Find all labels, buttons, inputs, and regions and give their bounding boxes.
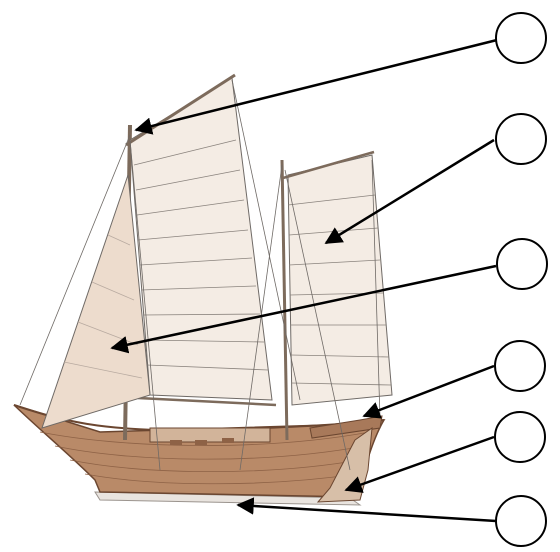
label-circles [495, 13, 547, 546]
foresail [42, 175, 150, 428]
arrow-1 [136, 40, 497, 130]
label-circle-1 [496, 13, 546, 63]
label-circle-6 [496, 496, 546, 546]
mizzen-mast [282, 160, 287, 440]
boat-illustration [14, 75, 392, 505]
mizzen-sail [288, 155, 392, 405]
label-circle-2 [496, 114, 546, 164]
label-circle-4 [495, 341, 545, 391]
label-circle-3 [497, 239, 547, 289]
arrow-6 [238, 505, 496, 521]
cabin [150, 428, 270, 442]
label-circle-5 [495, 412, 545, 462]
